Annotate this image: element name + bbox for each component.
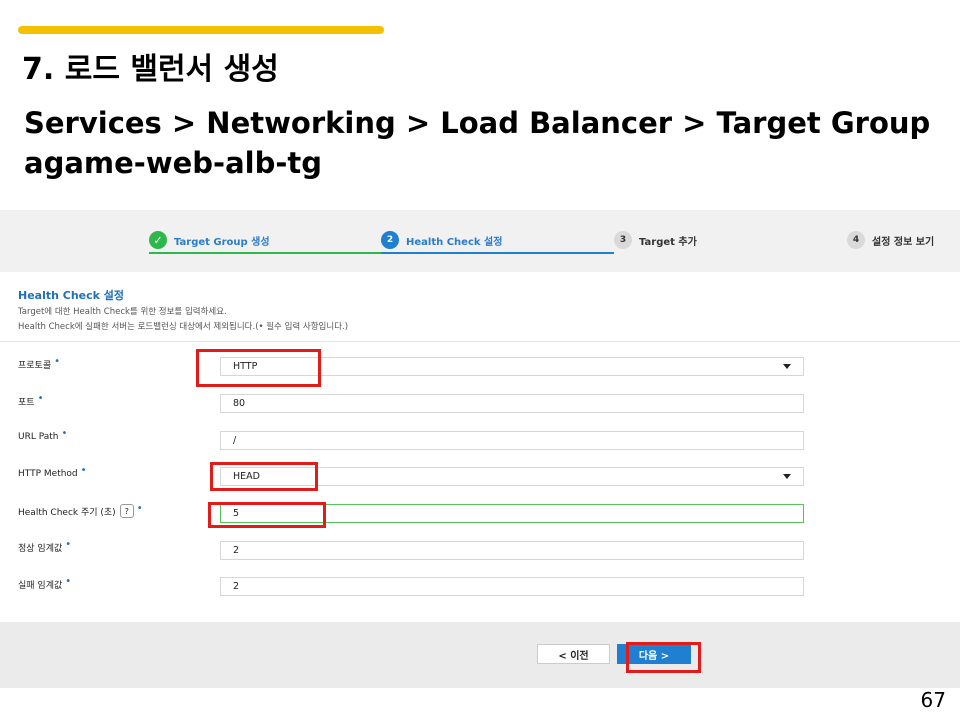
step-label: 설정 정보 보기 [872, 236, 935, 248]
step-number: 3 [614, 231, 632, 249]
step-summary[interactable]: 4 설정 정보 보기 [847, 230, 934, 250]
http-method-select[interactable]: HEAD [220, 467, 804, 486]
wizard-footer [0, 622, 960, 688]
step-add-target[interactable]: 3 Target 추가 [614, 230, 697, 250]
highlight-http-method [210, 462, 318, 491]
chevron-down-icon [783, 474, 791, 479]
step-progress-line-active [381, 252, 614, 254]
console-screenshot: ✓ Target Group 생성 2 Health Check 설정 3 Ta… [0, 210, 960, 688]
highlight-protocol [196, 349, 321, 387]
step-label: Target Group 생성 [174, 236, 270, 248]
panel-description: Target에 대한 Health Check를 위한 정보를 입력하세요. [18, 307, 227, 317]
panel-description-note: Health Check에 실패한 서버는 로드밸런싱 대상에서 제외됩니다.(… [18, 322, 349, 332]
help-icon[interactable]: ? [119, 504, 134, 518]
http-method-label: HTTP Method• [18, 465, 87, 479]
accent-bar [18, 26, 384, 34]
panel-title: Health Check 설정 [18, 289, 125, 302]
interval-label: Health Check 주기 (초) ? • [18, 502, 143, 518]
interval-input[interactable]: 5 [220, 504, 804, 523]
protocol-label: 프로토콜• [18, 356, 61, 371]
step-health-check[interactable]: 2 Health Check 설정 [381, 230, 502, 250]
step-label: Target 추가 [639, 236, 697, 248]
slide-title: 7. 로드 밸런서 생성 [22, 52, 279, 87]
target-group-name: agame-web-alb-tg [24, 146, 323, 180]
highlight-interval [208, 502, 326, 528]
breadcrumb: Services > Networking > Load Balancer > … [24, 106, 931, 140]
highlight-next-button [626, 642, 701, 673]
healthy-threshold-label: 정상 임계값• [18, 539, 72, 554]
step-number: 2 [381, 231, 399, 249]
healthy-threshold-input[interactable]: 2 [220, 541, 804, 560]
page-number: 67 [920, 688, 946, 712]
step-target-group[interactable]: ✓ Target Group 생성 [149, 230, 270, 250]
check-icon: ✓ [149, 231, 167, 249]
unhealthy-threshold-input[interactable]: 2 [220, 577, 804, 596]
wizard-stepper: ✓ Target Group 생성 2 Health Check 설정 3 Ta… [0, 210, 960, 272]
url-path-label: URL Path• [18, 428, 68, 442]
unhealthy-threshold-label: 실패 임계값• [18, 576, 72, 591]
step-progress-line-done [149, 252, 381, 254]
url-path-input[interactable]: / [220, 431, 804, 450]
step-label: Health Check 설정 [406, 236, 503, 248]
port-label: 포트• [18, 393, 44, 408]
port-input[interactable]: 80 [220, 394, 804, 413]
divider [0, 341, 960, 342]
step-number: 4 [847, 231, 865, 249]
prev-button[interactable]: < 이전 [537, 644, 610, 664]
chevron-down-icon [783, 364, 791, 369]
protocol-select[interactable]: HTTP [220, 357, 804, 376]
